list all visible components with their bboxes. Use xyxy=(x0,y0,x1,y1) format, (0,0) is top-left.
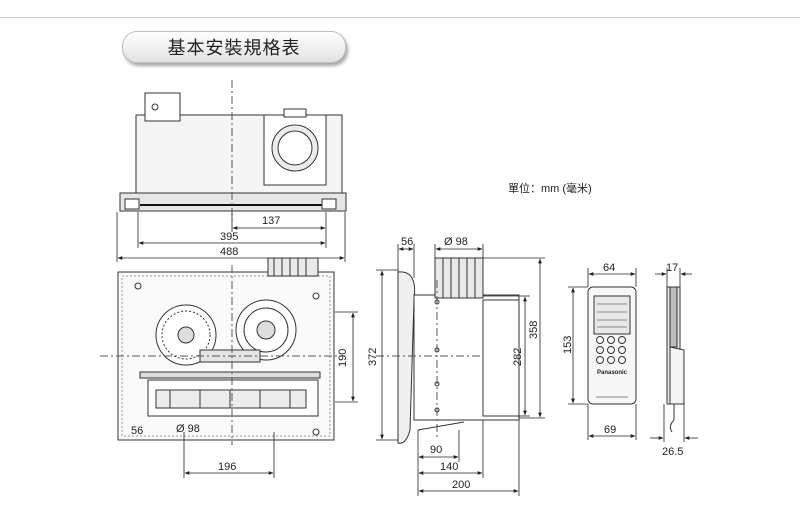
dim-137: 137 xyxy=(262,215,280,227)
junction-screw xyxy=(151,103,159,111)
top-panel xyxy=(119,192,347,212)
side-panel xyxy=(397,271,416,444)
dim-56-side: 56 xyxy=(401,236,413,248)
junction-box xyxy=(144,92,181,122)
dim-488: 488 xyxy=(220,246,238,258)
unit-note: 單位：mm (毫米) xyxy=(508,183,592,195)
dim-56-front: 56 xyxy=(131,425,143,437)
dim-17: 17 xyxy=(666,262,678,274)
top-view-dimensions xyxy=(116,212,346,262)
dim-200: 200 xyxy=(452,479,470,491)
dim-153: 153 xyxy=(562,336,574,354)
dim-395: 395 xyxy=(220,231,238,243)
side-view-dimensions xyxy=(376,244,545,496)
controller-side-dimensions xyxy=(650,268,698,442)
controller-front-dimensions xyxy=(568,268,637,440)
dim-140: 140 xyxy=(440,461,458,473)
dim-358: 358 xyxy=(528,321,540,339)
title-badge: 基本安裝規格表 xyxy=(122,31,346,63)
page-title: 基本安裝規格表 xyxy=(167,38,301,58)
dim-90: 90 xyxy=(430,444,442,456)
dim-372: 372 xyxy=(367,348,379,366)
controller-side xyxy=(666,286,685,433)
side-view xyxy=(376,257,520,444)
dim-282: 282 xyxy=(512,348,524,366)
dim-69: 69 xyxy=(604,424,616,436)
dim-26-5: 26.5 xyxy=(662,446,683,458)
dim-190: 190 xyxy=(337,349,349,367)
dim-vent-front: Ø 98 xyxy=(176,423,200,435)
controller-display xyxy=(593,295,631,335)
header-divider xyxy=(0,17,800,18)
front-view xyxy=(100,257,345,445)
controller-front xyxy=(587,286,637,405)
front-view-dimensions xyxy=(183,311,358,478)
dim-vent-side: Ø 98 xyxy=(444,236,468,248)
dim-64: 64 xyxy=(603,262,615,274)
front-duct xyxy=(267,257,319,277)
top-view xyxy=(119,80,347,222)
controller-brand: Panasonic xyxy=(597,370,628,376)
dim-196: 196 xyxy=(218,461,236,473)
